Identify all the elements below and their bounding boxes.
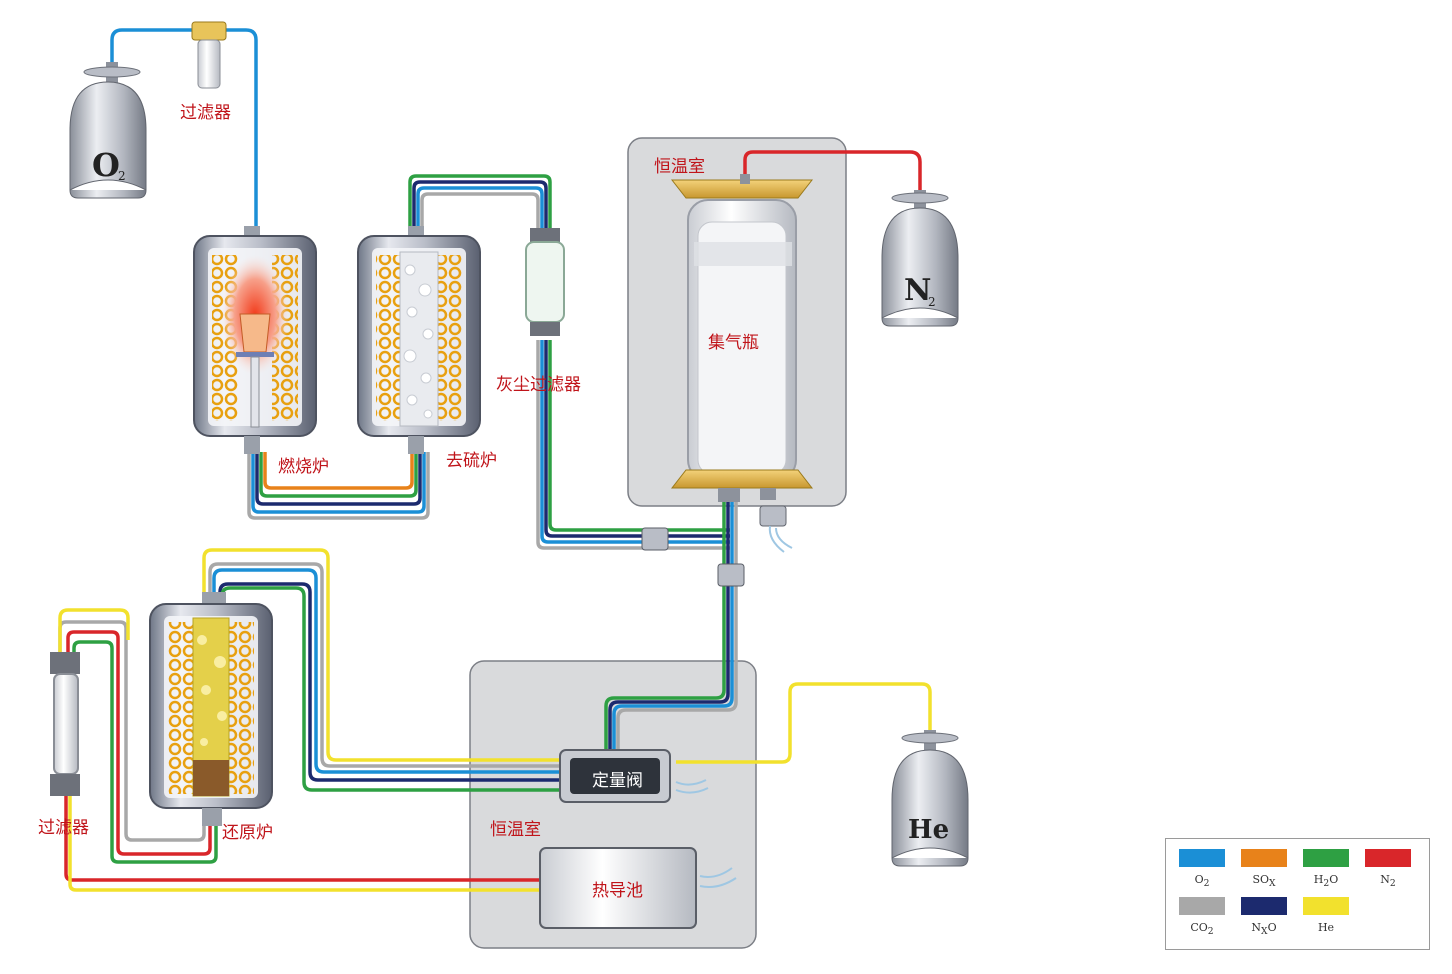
pipe-nxo-c [544, 340, 730, 538]
legend-sub-co2: 2 [1207, 926, 1214, 938]
valve-a [641, 527, 669, 551]
pipe-o2-e [212, 568, 562, 774]
n2-symbol: N [904, 273, 931, 308]
legend-label-nxo: N [1251, 921, 1262, 934]
label-dust-filter: 灰尘过滤器 [496, 375, 581, 395]
pipe-he-f [58, 608, 130, 656]
legend-swatch-nxo [1241, 897, 1287, 915]
combustion-furnace [193, 226, 317, 454]
pipe-co2-d [616, 490, 738, 754]
pipe-h2o-d [604, 490, 726, 754]
legend-label-n2: N [1380, 873, 1390, 886]
reduction-furnace [149, 592, 273, 826]
legend-tail-nxo: O [1267, 921, 1277, 934]
legend-swatch-h2o [1303, 849, 1349, 867]
o2-cylinder: O 2 [69, 62, 147, 199]
label-filter-top: 过滤器 [180, 103, 231, 123]
he-symbol: He [908, 815, 949, 845]
pipe-n2 [743, 150, 922, 200]
legend-label-sox: SO [1252, 873, 1270, 886]
pipe-nxo-b [412, 180, 548, 238]
pipe-nxo-e [218, 582, 562, 782]
pipe-co2-c [536, 340, 730, 550]
pipe-o2-furnace [222, 28, 258, 235]
legend-swatch-o2 [1179, 849, 1225, 867]
desulfurization-furnace [357, 226, 481, 454]
legend-item-n2: N2 [1358, 849, 1418, 889]
legend-swatch-he [1303, 897, 1349, 915]
legend-sub-o2: 2 [1203, 878, 1210, 890]
pipe-h2o-f [72, 640, 218, 864]
label-gas-collection-bottle: 集气瓶 [708, 333, 759, 353]
legend-label-h2o: H [1313, 873, 1324, 886]
legend-item-nxo: NXO [1234, 897, 1294, 937]
legend-sub-h2o: 2 [1323, 878, 1330, 890]
label-thermal-conductivity-cell: 热导池 [592, 881, 643, 901]
o2-symbol: O [92, 146, 120, 184]
pipe-he-g [68, 796, 540, 892]
legend-item-co2: CO2 [1172, 897, 1232, 937]
pipe-o2-c [540, 340, 730, 544]
pipe-nxo-a [255, 452, 422, 506]
label-dosing-valve: 定量阀 [592, 771, 643, 791]
pipes [58, 28, 932, 892]
o2-subscript: 2 [118, 169, 126, 183]
pipe-h2o-a [259, 452, 418, 498]
legend-label-he: He [1317, 921, 1335, 934]
valve-b [717, 563, 745, 587]
pipe-h2o-c [548, 340, 730, 532]
top-filter [191, 21, 227, 89]
legend-item-h2o: H2O [1296, 849, 1356, 889]
pipe-nxo-d [608, 490, 730, 754]
label-reduction-furnace: 还原炉 [222, 823, 273, 843]
legend-item-o2: O2 [1172, 849, 1232, 889]
label-combustion-furnace: 燃烧炉 [278, 457, 329, 477]
pipe-co2-e [208, 562, 562, 768]
legend-item-sox: SOX [1234, 849, 1294, 889]
left-filter [50, 652, 80, 796]
pipe-he [676, 682, 932, 764]
legend-label-o2: O [1194, 873, 1204, 886]
legend-swatch-n2 [1365, 849, 1411, 867]
legend-sub-sox: X [1269, 878, 1276, 890]
label-desulfurization-furnace: 去硫炉 [446, 451, 497, 471]
thermal-conductivity-cell [539, 847, 737, 929]
pipe-n2-g [64, 796, 540, 882]
pipe-he-e [202, 548, 562, 762]
legend-sub-nxo: X [1261, 926, 1268, 938]
label-thermostat-bottom: 恒温室 [490, 820, 541, 840]
legend-swatch-sox [1241, 849, 1287, 867]
n2-subscript: 2 [928, 295, 936, 309]
legend-sub-n2: 2 [1389, 878, 1396, 890]
legend-label-co2: CO [1190, 921, 1208, 934]
pipe-co2-f [58, 620, 206, 842]
pipe-co2-b [420, 192, 540, 238]
pipe-o2-a [251, 452, 426, 514]
pipe-h2o-b [408, 174, 552, 238]
gas-collection-bottle [670, 174, 814, 553]
label-thermostat-top: 恒温室 [654, 157, 705, 177]
pipe-h2o-e [220, 586, 562, 792]
label-filter-left: 过滤器 [38, 818, 89, 838]
n2-cylinder: N 2 [881, 190, 959, 327]
legend-tail-h2o: O [1329, 873, 1339, 886]
pipe-co2-a [247, 452, 430, 520]
pipe-n2-f [66, 630, 212, 856]
pipe-o2-d [612, 490, 734, 754]
dust-filter [525, 228, 565, 336]
pipe-o2-b [416, 186, 544, 238]
legend: O2 SOX H2O N2 CO2 NXO He [1165, 838, 1430, 950]
pipe-o2-cylinder [110, 28, 198, 72]
pipe-sox-a [263, 452, 414, 490]
legend-swatch-co2 [1179, 897, 1225, 915]
dosing-valve [559, 749, 709, 803]
legend-item-he: He [1296, 897, 1356, 937]
he-cylinder: He [891, 730, 969, 867]
